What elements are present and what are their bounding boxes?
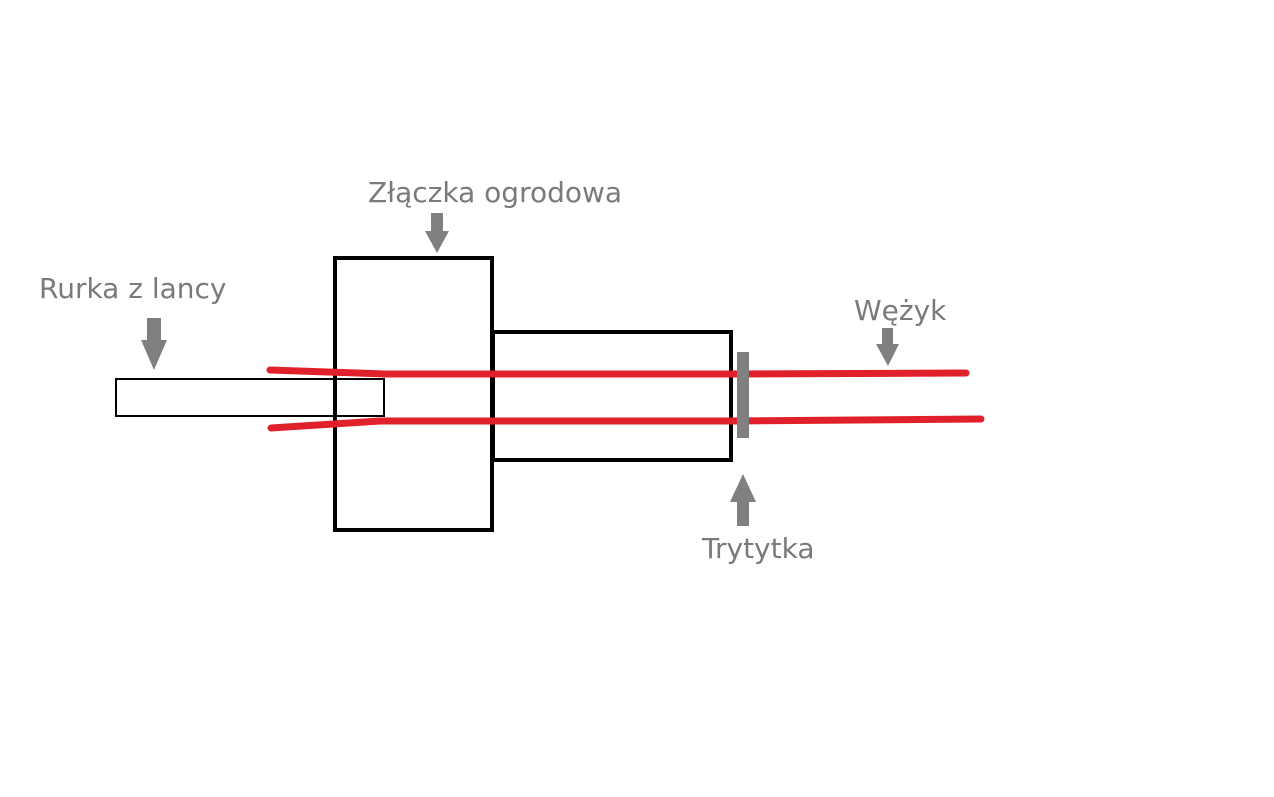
- connector-body-small: [491, 330, 733, 462]
- label-connector: Złączka ogrodowa: [368, 176, 622, 209]
- connector-body-large: [333, 256, 494, 532]
- cable-tie: [737, 352, 749, 438]
- arrow-lance-tube: [141, 318, 167, 370]
- arrow-connector: [425, 213, 449, 253]
- lance-tube: [115, 378, 385, 417]
- label-lance-tube: Rurka z lancy: [39, 272, 226, 305]
- arrow-cable-tie: [730, 474, 756, 526]
- label-hose: Wężyk: [854, 294, 947, 327]
- label-cable-tie: Trytytka: [701, 532, 814, 565]
- hose-wall-top: [266, 366, 970, 378]
- hose-wall-bottom: [267, 415, 985, 432]
- arrow-hose: [876, 328, 899, 366]
